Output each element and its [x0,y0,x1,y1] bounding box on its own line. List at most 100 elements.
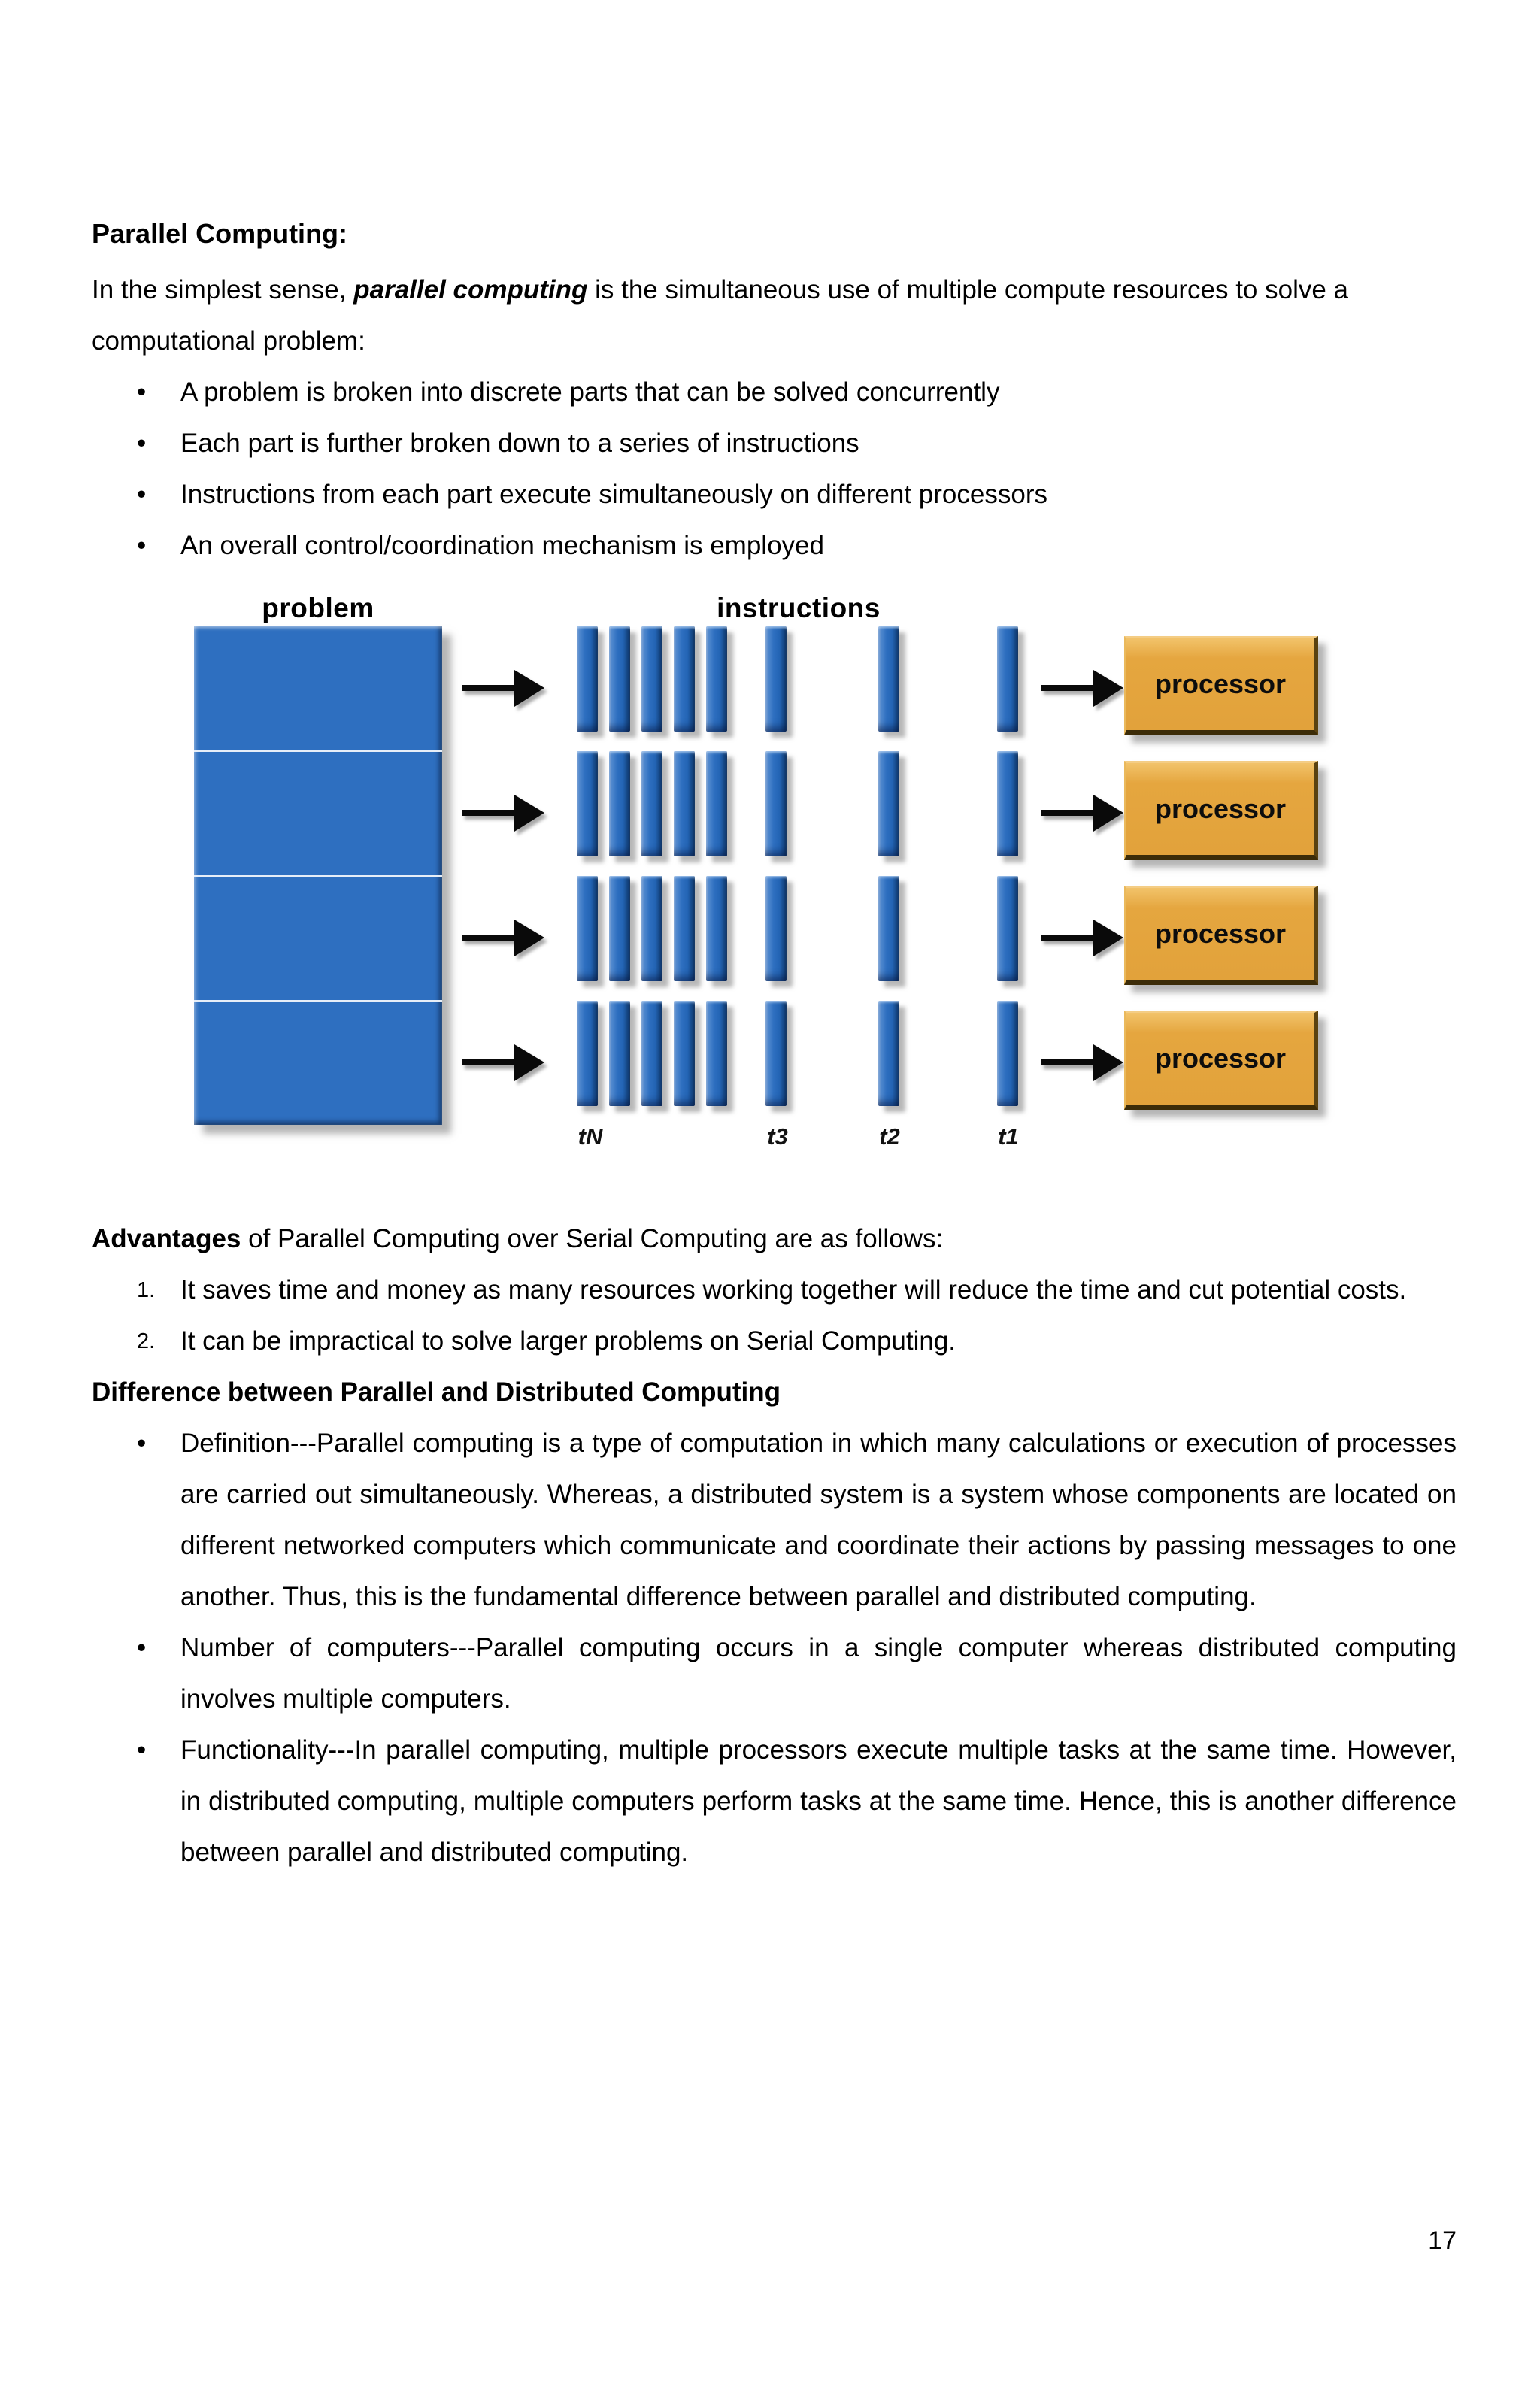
advantages-lead: Advantages of Parallel Computing over Se… [92,1214,1457,1265]
advantages-numbered-list: 1. It saves time and money as many resou… [92,1265,1457,1367]
bullet-marker: • [137,429,147,458]
instruction-bar [609,876,630,981]
problem-box [194,626,442,1125]
instruction-bar [706,626,727,732]
instruction-bar [577,1001,598,1106]
list-item: 1. It saves time and money as many resou… [92,1265,1457,1316]
instruction-bar [997,1001,1018,1106]
instruction-bar [674,626,695,732]
instruction-bar [878,1001,899,1106]
instruction-bar [674,751,695,856]
instruction-bar [577,876,598,981]
diagram-row: processor [0,750,1540,875]
processor-box: processor [1124,761,1318,860]
problem-segment [194,750,442,875]
list-item-text: Each part is further broken down to a se… [180,429,859,458]
list-item: • Definition---Parallel computing is a t… [92,1418,1457,1623]
list-item-text: It can be impractical to solve larger pr… [180,1326,956,1356]
instruction-bar [609,626,630,732]
bullet-marker: • [137,377,147,407]
page-number: 17 [1428,2226,1457,2255]
right-arrow-icon [1041,1039,1125,1086]
page-title: Parallel Computing: [92,218,348,249]
bullet-marker: • [137,480,147,509]
advantages-lead-rest: of Parallel Computing over Serial Comput… [241,1224,944,1253]
instruction-bar [641,876,662,981]
right-arrow-icon [462,914,546,961]
list-item-text: Functionality---In parallel computing, m… [180,1735,1457,1867]
instruction-bar [765,751,787,856]
intro-suffix: is the simultaneous use of multiple comp… [92,275,1349,356]
difference-heading: Difference between Parallel and Distribu… [92,1377,781,1407]
instruction-bar-cluster [577,876,727,981]
instruction-bar [706,751,727,856]
instruction-bar [997,876,1018,981]
problem-label: problem [262,592,374,623]
intro-highlight: parallel computing [353,275,588,305]
processor-box: processor [1124,1011,1318,1110]
difference-bullet-list: • Definition---Parallel computing is a t… [92,1418,1457,1878]
instruction-bar-cluster [577,626,727,732]
intro-prefix: In the simplest sense, [92,275,354,305]
intro-paragraph: In the simplest sense, parallel computin… [92,265,1457,367]
processor-box: processor [1124,636,1318,735]
diagram-row: processor [0,1000,1540,1125]
right-arrow-icon [462,1039,546,1086]
instruction-bar [674,1001,695,1106]
instruction-bar [765,626,787,732]
list-item: • Number of computers---Parallel computi… [92,1623,1457,1725]
instruction-bar [609,751,630,856]
list-item: • Instructions from each part execute si… [92,469,1457,520]
right-arrow-icon [462,789,546,836]
right-arrow-icon [1041,789,1125,836]
problem-segment [194,1000,442,1125]
list-item: • A problem is broken into discrete part… [92,367,1457,418]
right-arrow-icon [462,665,546,711]
instruction-bar [878,876,899,981]
instruction-bar-cluster [577,751,727,856]
instruction-bar [674,876,695,981]
instruction-bar [706,1001,727,1106]
list-item: • An overall control/coordination mechan… [92,520,1457,571]
instruction-bar [878,626,899,732]
right-arrow-icon [1041,914,1125,961]
instruction-bar [577,626,598,732]
bullet-marker: • [137,1429,147,1458]
diagram-row: processor [0,626,1540,750]
instruction-bar [641,751,662,856]
instruction-bar [577,751,598,856]
bullet-marker: • [137,1633,147,1662]
instruction-bar [765,876,787,981]
time-label-t1: t1 [998,1123,1019,1150]
list-item-text: Number of computers---Parallel computing… [180,1633,1457,1714]
document-page: { "page": { "number": "17", "background"… [0,217,1540,2394]
instructions-label: instructions [717,592,881,623]
instruction-bar [997,751,1018,856]
instruction-bar [997,626,1018,732]
right-arrow-icon [1041,665,1125,711]
list-item-text: A problem is broken into discrete parts … [180,377,1000,407]
instruction-bar [641,626,662,732]
instruction-bar [706,876,727,981]
instruction-bar [641,1001,662,1106]
processor-box: processor [1124,886,1318,985]
instruction-bar-cluster [577,1001,727,1106]
instruction-bar [609,1001,630,1106]
bullet-marker: • [137,1735,147,1765]
list-item: • Functionality---In parallel computing,… [92,1725,1457,1878]
advantages-lead-bold: Advantages [92,1224,241,1253]
overview-bullet-list: • A problem is broken into discrete part… [92,367,1457,571]
time-label-tN: tN [578,1123,603,1150]
instruction-bar [878,751,899,856]
parallel-computing-diagram: problem instructions processor processor [0,586,1540,1173]
diagram-row: processor [0,875,1540,1000]
list-item-text: An overall control/coordination mechanis… [180,531,824,560]
instruction-bar [765,1001,787,1106]
list-item-text: Definition---Parallel computing is a typ… [180,1429,1457,1611]
list-item-text: Instructions from each part execute simu… [180,480,1047,509]
problem-segment [194,875,442,1000]
bullet-marker: • [137,531,147,560]
number-marker: 2. [137,1329,156,1353]
list-item-text: It saves time and money as many resource… [180,1275,1407,1305]
time-label-t2: t2 [879,1123,900,1150]
